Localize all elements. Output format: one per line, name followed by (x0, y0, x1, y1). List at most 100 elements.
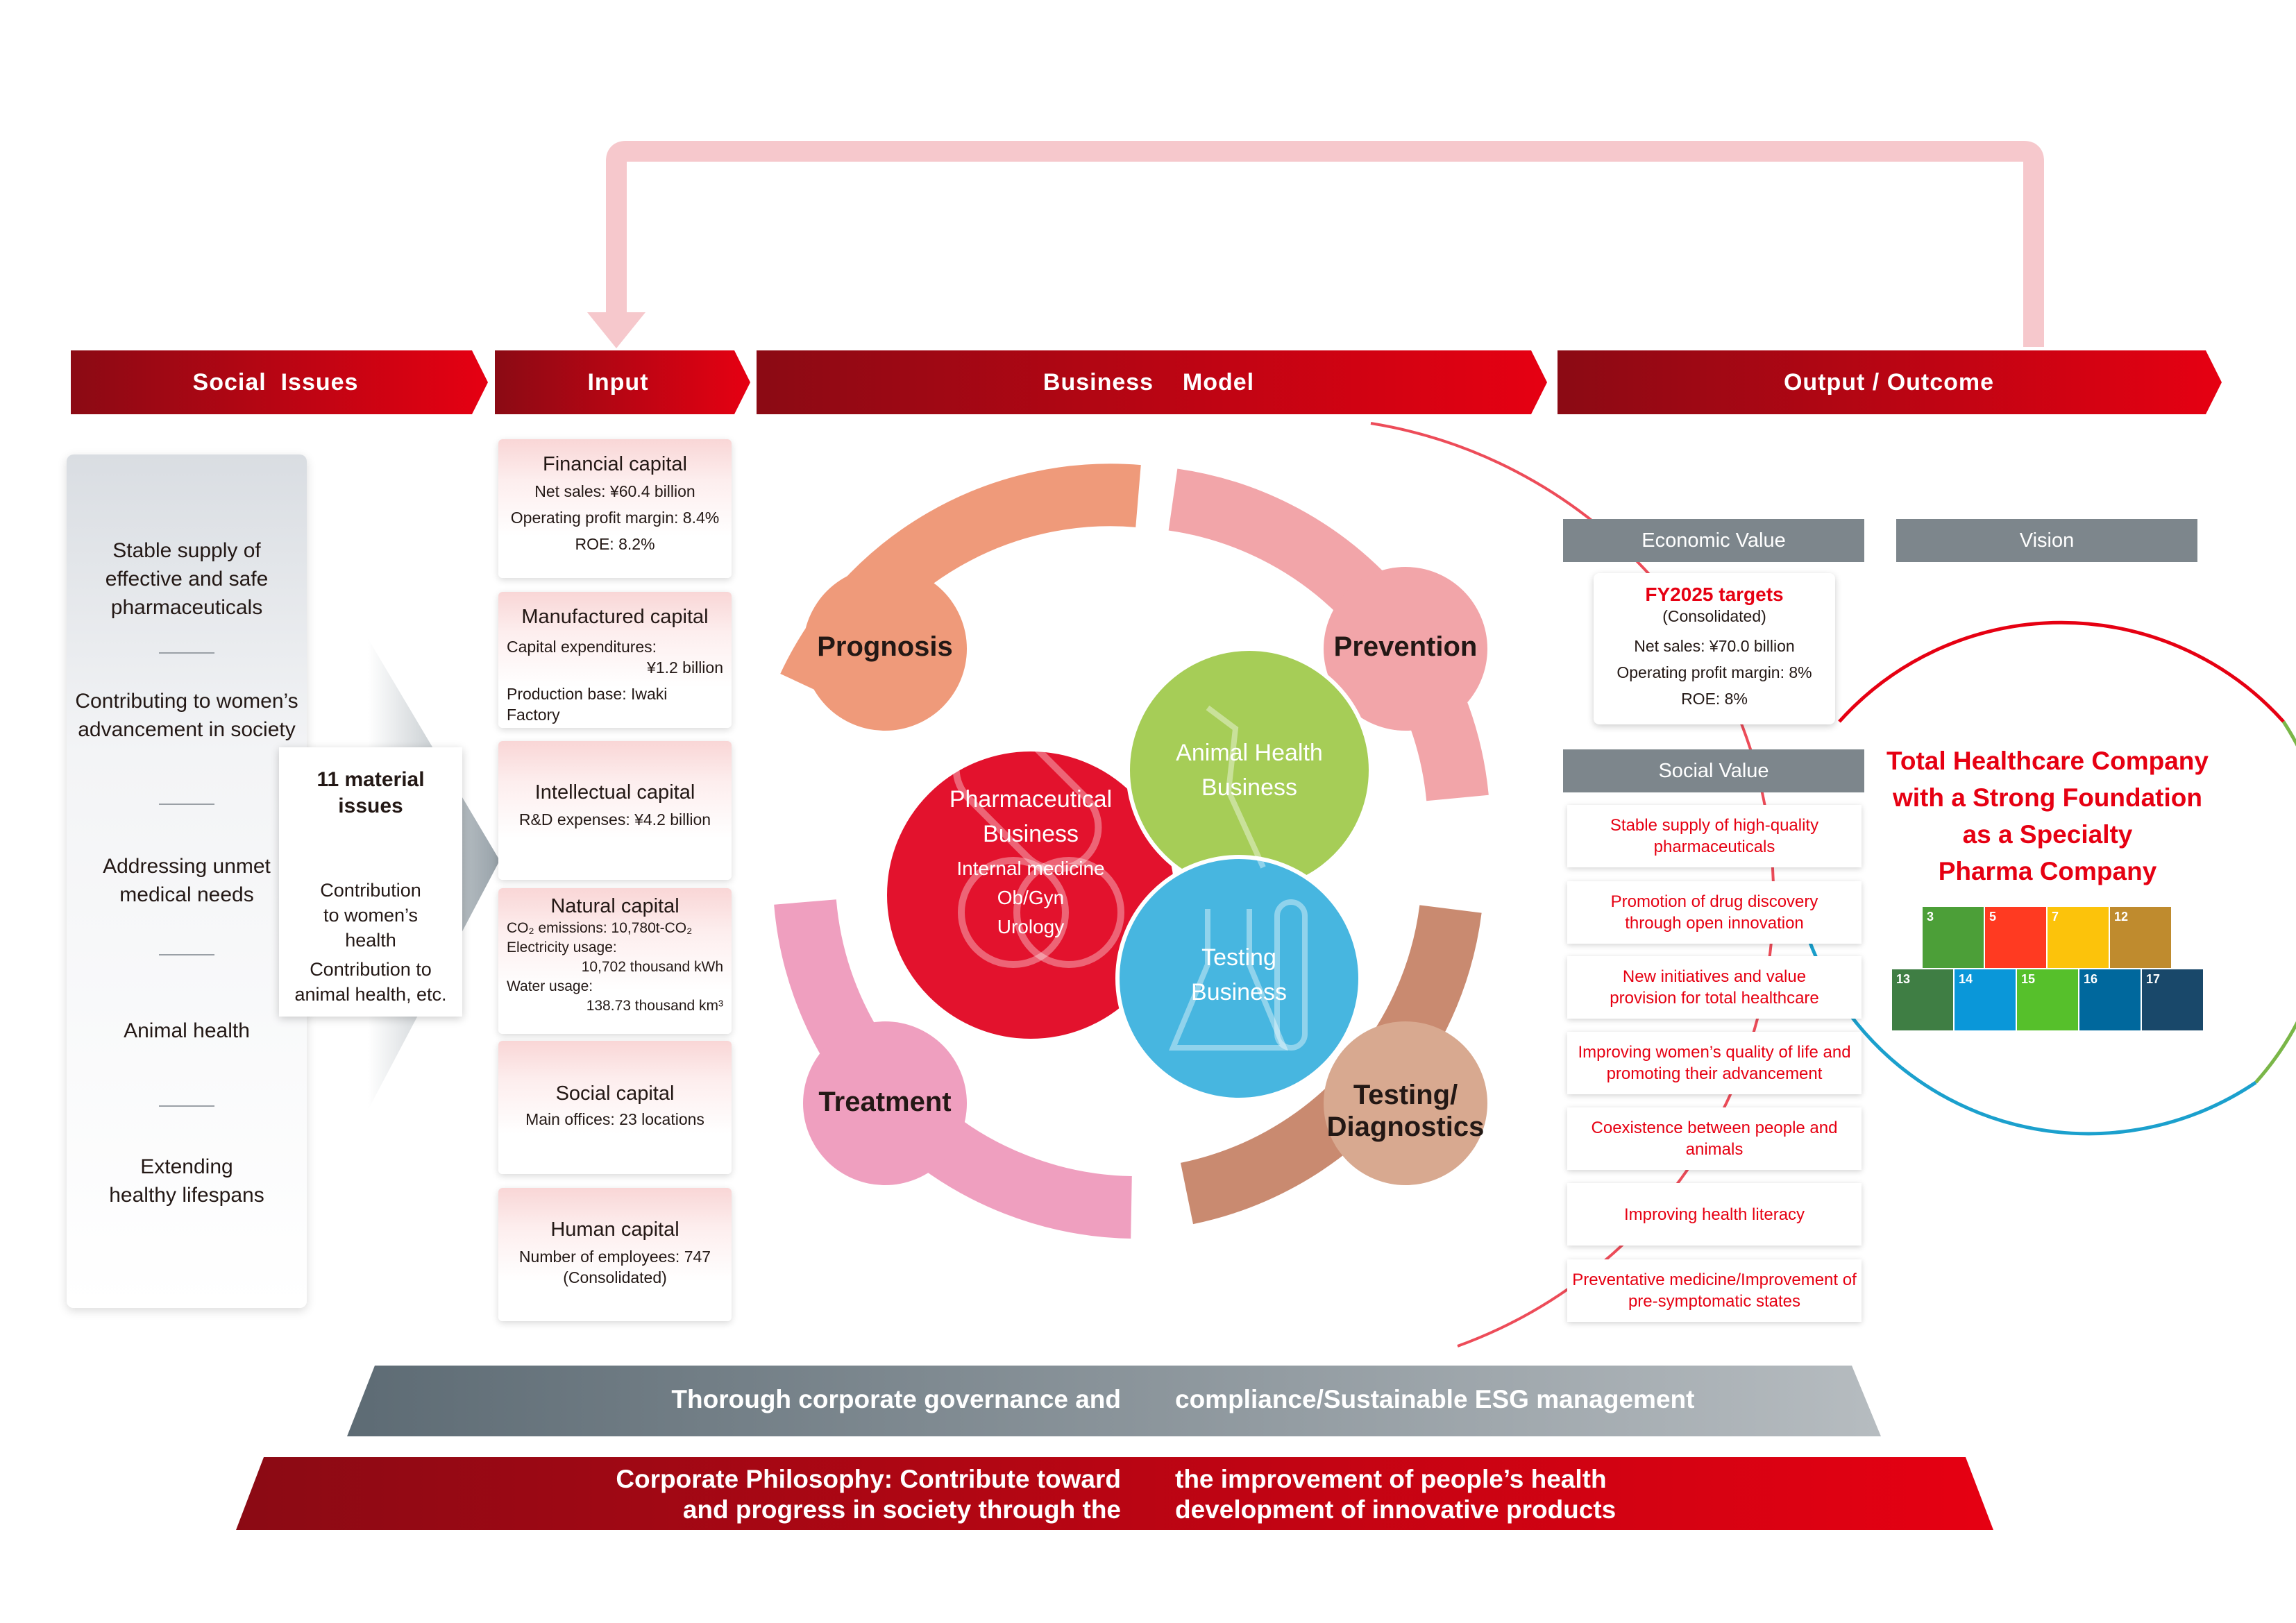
header-business-ribbon (757, 350, 1547, 414)
natural-electricity-label: Electricity usage: (507, 940, 617, 955)
social-value-item-5: Coexistence between people and animals (1567, 1107, 1862, 1170)
animal-title-line2: Business (1201, 774, 1297, 801)
header-output-ribbon (1558, 350, 2222, 414)
stage-testing: Testing/ Diagnostics (1312, 1079, 1499, 1143)
header-input-ribbon (495, 350, 750, 414)
sdg-14-icon: 14 (1955, 969, 2016, 1030)
social-value-header: Social Value (1563, 749, 1864, 792)
manufactured-production-base: Production base: Iwaki Factory (507, 685, 668, 724)
vision-line-3: as a Specialty (1962, 820, 2133, 849)
vision-line-1: Total Healthcare Company (1886, 747, 2209, 775)
divider (159, 954, 214, 955)
natural-capital-title: Natural capital (550, 895, 679, 917)
intellectual-capital-box: Intellectual capital R&D expenses: ¥4.2 … (498, 741, 732, 880)
natural-capital-box: Natural capital CO₂ emissions: 10,780t-C… (498, 888, 732, 1034)
stage-testing-line2: Diagnostics (1326, 1112, 1485, 1142)
animal-title-line1: Animal Health (1176, 740, 1323, 766)
governance-text-right: compliance/Sustainable ESG management (1175, 1385, 1695, 1413)
sdg-5-icon: 5 (1985, 907, 2046, 968)
vision-line-4: Pharma Company (1938, 857, 2157, 885)
prevention-node (1324, 567, 1487, 731)
financial-net-sales: Net sales: ¥60.4 billion (534, 482, 695, 500)
stage-treatment: Treatment (818, 1087, 952, 1117)
philosophy-band (236, 1457, 1993, 1530)
header-input: Input (587, 368, 649, 396)
manufactured-capex-value: ¥1.2 billion (647, 658, 723, 677)
social-value-item-7: Preventative medicine/Improvement of pre… (1567, 1259, 1862, 1322)
testing-title-line2: Business (1191, 979, 1287, 1005)
dog-icon (1206, 705, 1266, 869)
human-capital-box: Human capital Number of employees: 747 (… (498, 1188, 732, 1321)
testing-node (1324, 1021, 1487, 1185)
stage-prevention: Prevention (1333, 631, 1478, 662)
philosophy-text-right: the improvement of people’s health devel… (1175, 1464, 1800, 1525)
human-employees: Number of employees: 747 (518, 1248, 711, 1266)
header-social-issues: Social Issues (192, 368, 359, 396)
pharma-sub-3: Urology (997, 916, 1065, 937)
natural-electricity-value: 10,702 thousand kWh (581, 959, 723, 975)
manufactured-capex-label: Capital expenditures: (507, 638, 657, 656)
governance-band (347, 1366, 1881, 1436)
social-capital-box: Social capital Main offices: 23 location… (498, 1041, 732, 1174)
sdg-3-icon: 3 (1923, 907, 1984, 968)
natural-water-value: 138.73 thousand km³ (586, 998, 723, 1014)
social-issue-3: Addressing unmet medical needs (103, 855, 271, 906)
fy-net-sales: Net sales: ¥70.0 billion (1634, 637, 1795, 655)
governance-text-left: Thorough corporate governance and (671, 1385, 1121, 1413)
financial-capital-box: Financial capital Net sales: ¥60.4 billi… (498, 439, 732, 578)
sdg-16-icon: 16 (2079, 969, 2141, 1030)
philosophy-right-line2: development of innovative products (1175, 1495, 1617, 1524)
economic-value-header: Economic Value (1563, 519, 1864, 562)
human-consolidated: (Consolidated) (563, 1268, 667, 1286)
social-value-item-2: Promotion of drug discovery through open… (1567, 881, 1862, 944)
prognosis-node (803, 567, 967, 731)
pharma-title-line1: Pharmaceutical (949, 786, 1113, 813)
philosophy-left-line2: and progress in society through the (682, 1495, 1121, 1524)
sdg-12-icon: 12 (2110, 907, 2171, 968)
header-business-model: Business Model (1043, 368, 1255, 396)
human-capital-title: Human capital (550, 1218, 679, 1241)
philosophy-right-line1: the improvement of people’s health (1175, 1465, 1607, 1493)
stage-testing-line1: Testing/ (1353, 1080, 1458, 1110)
vision-line-2: with a Strong Foundation (1893, 783, 2202, 812)
material-issues-title: 11 material issues (316, 768, 425, 817)
social-value-item-4: Improving women’s quality of life and pr… (1567, 1032, 1862, 1094)
divider (159, 652, 214, 654)
stage-prognosis: Prognosis (817, 631, 953, 662)
pharma-business-label: Pharmaceutical Business Internal medicin… (916, 782, 1145, 942)
sdg-7-icon: 7 (2048, 907, 2109, 968)
pharma-sub-1: Internal medicine (956, 858, 1105, 879)
social-issue-1: Stable supply of effective and safe phar… (105, 539, 269, 619)
animal-business-label: Animal Health Business (1145, 736, 1353, 805)
intellectual-rd: R&D expenses: ¥4.2 billion (518, 810, 711, 829)
header-output: Output / Outcome (1783, 368, 1995, 396)
manufactured-capital-title: Manufactured capital (521, 606, 709, 628)
pharma-title-line2: Business (983, 821, 1079, 847)
financial-capital-title: Financial capital (543, 453, 687, 475)
social-value-item-6: Improving health literacy (1567, 1183, 1862, 1246)
divider (159, 804, 214, 805)
social-capital-title: Social capital (555, 1082, 675, 1105)
natural-co2: CO₂ emissions: 10,780t-CO₂ (507, 920, 693, 936)
intellectual-capital-title: Intellectual capital (534, 781, 695, 804)
financial-roe: ROE: 8.2% (575, 535, 655, 553)
financial-op-margin: Operating profit margin: 8.4% (510, 509, 720, 527)
fy-roe: ROE: 8% (1681, 690, 1748, 708)
social-issue-2: Contributing to women’s advancement in s… (75, 690, 298, 741)
social-issues-panel (67, 454, 307, 1308)
social-value-item-3: New initiatives and value provision for … (1567, 956, 1862, 1019)
sdg-17-icon: 17 (2142, 969, 2203, 1030)
material-issues-item-1: Contribution to women’s health (320, 880, 421, 951)
fy2025-targets-box: FY2025 targets (Consolidated) Net sales:… (1594, 573, 1835, 724)
fy-title: FY2025 targets (1645, 584, 1784, 605)
fy-sub: (Consolidated) (1662, 607, 1766, 625)
treatment-node (803, 1021, 967, 1185)
material-issues-box: 11 material issues Contribution to women… (279, 747, 462, 1017)
feedback-loop-arrow (587, 141, 2044, 348)
capsule-icon (952, 723, 1124, 968)
social-issue-5: Extending healthy lifespans (109, 1155, 264, 1207)
philosophy-text-left: Corporate Philosophy: Contribute toward … (514, 1464, 1121, 1525)
testing-circle (1115, 855, 1362, 1102)
natural-water-label: Water usage: (507, 978, 593, 994)
